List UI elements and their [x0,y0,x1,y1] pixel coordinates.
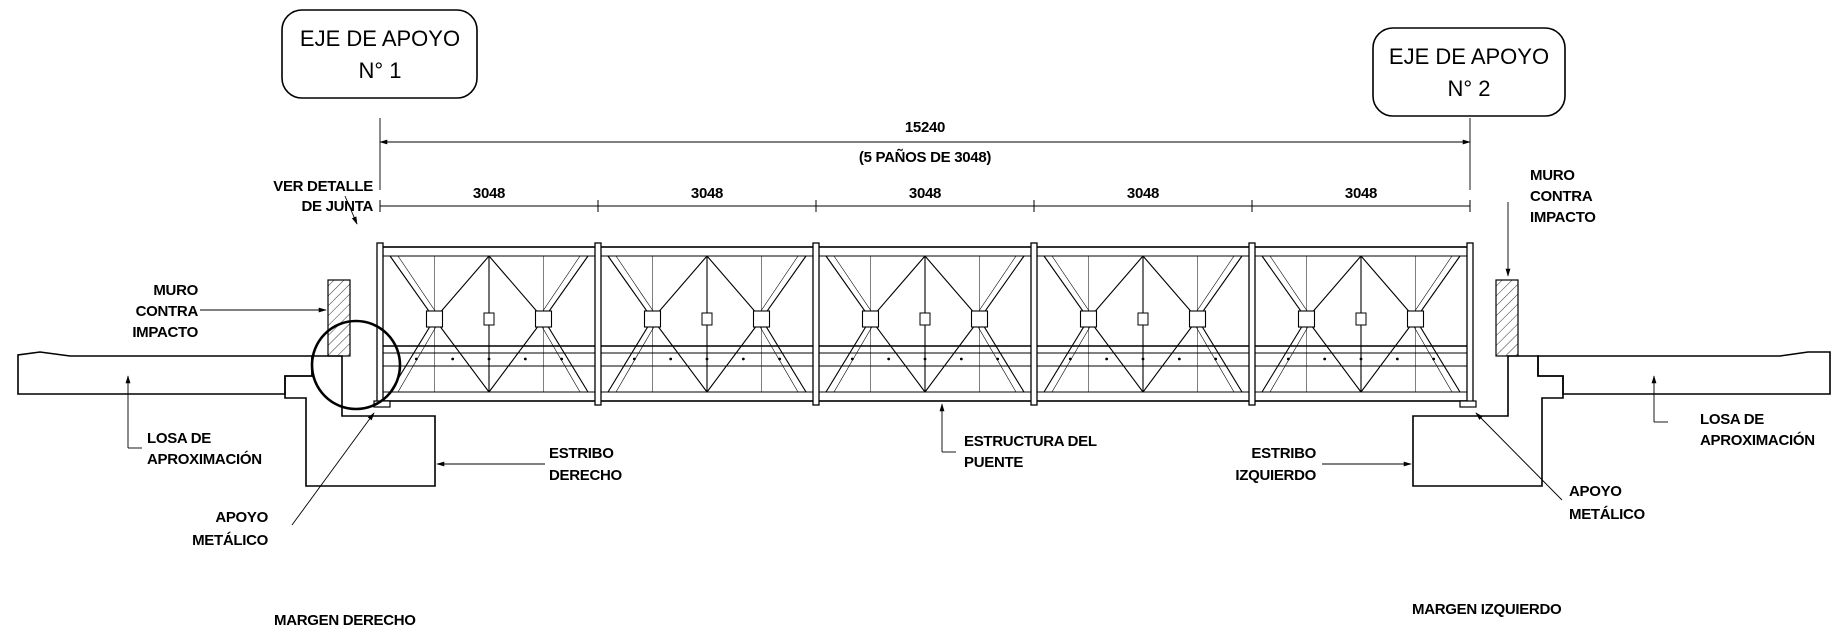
truss-panel-1-bolt-5 [560,357,564,361]
truss-panel-5-bolt-5 [1432,357,1436,361]
label-apoyo-left-1: APOYO [215,509,268,526]
truss-panel-2-bolt-4 [741,357,745,361]
label-muro-left-1: MURO [153,282,198,299]
truss-panel-5-post [1248,242,1256,406]
truss-panel-5-gusset-1 [1297,310,1316,328]
truss-panel-1-bolt-4 [523,357,527,361]
truss-panel-4-gusset-1 [1079,310,1098,328]
label-losa-left-2: APROXIMACIÓN [147,450,262,468]
truss-panel-4-bolt-1 [1068,357,1072,361]
label-muro-right-2: CONTRA [1530,188,1593,205]
truss-panel-5-bolt-3 [1359,357,1363,361]
approach-slab-right [1537,351,1831,395]
truss-panel-2-mid-plate [701,312,713,326]
label-estribo-derecho-1: ESTRIBO [549,445,614,462]
truss-panel-1-post [376,242,384,406]
truss-panel-5-bolt-2 [1323,357,1327,361]
truss-panel-4-gusset-2 [1188,310,1207,328]
truss-panel-2-gusset-1 [643,310,662,328]
truss-panel-1-gusset-1 [425,310,444,328]
bridge-truss [373,242,1477,408]
truss-panel-3-bolt-3 [923,357,927,361]
truss-panel-3-bolt-2 [887,357,891,361]
label-margen-izquierdo: MARGEN IZQUIERDO [1412,601,1562,618]
truss-panel-1-gusset-2 [534,310,553,328]
label-muro-left-3: IMPACTO [132,324,198,341]
truss-end-post [1466,242,1474,406]
truss-panel-3-bolt-5 [996,357,1000,361]
label-estructura-2: PUENTE [964,454,1023,471]
truss-panel-4-post [1030,242,1038,406]
truss-panel-2-gusset-2 [752,310,771,328]
label-estructura-1: ESTRUCTURA DEL [964,433,1097,450]
axis-box-right-line1: EJE DE APOYO [1389,44,1549,69]
truss-panel-2-bolt-1 [632,357,636,361]
axis-box-right: EJE DE APOYO N° 2 [1372,27,1566,117]
leader-lines [125,195,1668,526]
panel-dimension-1: 3048 [473,185,505,202]
label-ver-detalle-2: DE JUNTA [302,198,374,215]
label-estribo-izquierdo-2: IZQUIERDO [1235,467,1316,484]
label-estribo-izquierdo-1: ESTRIBO [1251,445,1316,462]
truss-panel-3-post [812,242,820,406]
impact-wall-left [327,279,351,357]
bearing-right [1459,400,1477,408]
approach-slab-left [17,351,313,395]
label-losa-left-1: LOSA DE [147,430,211,447]
panel-dimension-4: 3048 [1127,185,1159,202]
panel-dimension-5: 3048 [1345,185,1377,202]
abutment-left [284,279,436,487]
truss-panel-5-bolt-1 [1286,357,1290,361]
label-apoyo-right-2: METÁLICO [1569,506,1646,523]
truss-panel-5-gusset-2 [1406,310,1425,328]
truss-panel-2-post [594,242,602,406]
truss-panel-2-bolt-3 [705,357,709,361]
truss-panel-4-bolt-5 [1214,357,1218,361]
panel-dimension-3: 3048 [909,185,941,202]
total-dimension-value: 15240 [905,119,945,136]
label-estribo-derecho-2: DERECHO [549,467,623,484]
truss-panel-4-bolt-3 [1141,357,1145,361]
truss-panel-3-gusset-1 [861,310,880,328]
truss-panel-3-mid-plate [919,312,931,326]
panel-dimension-2: 3048 [691,185,723,202]
total-dimension-note: (5 PAÑOS DE 3048) [859,148,991,166]
label-margen-derecho: MARGEN DERECHO [274,612,416,629]
label-losa-right-1: LOSA DE [1700,411,1764,428]
label-muro-right-3: IMPACTO [1530,209,1596,226]
axis-box-left-line2: N° 1 [358,58,401,83]
abutment-right [1412,279,1564,487]
truss-panel-3-bolt-4 [959,357,963,361]
label-losa-right-2: APROXIMACIÓN [1700,431,1815,449]
panel-dimensions: 3048 3048 3048 3048 3048 [379,185,1471,212]
truss-panel-4-bolt-2 [1105,357,1109,361]
truss-panel-2-bolt-2 [669,357,673,361]
label-ver-detalle-1: VER DETALLE [273,178,373,195]
truss-panel-4-mid-plate [1137,312,1149,326]
axis-box-left-line1: EJE DE APOYO [300,26,460,51]
axis-box-left: EJE DE APOYO N° 1 [281,9,478,99]
label-muro-right-1: MURO [1530,167,1575,184]
truss-panel-1-mid-plate [483,312,495,326]
truss-panel-1-bolt-3 [487,357,491,361]
axis-box-right-line2: N° 2 [1447,76,1490,101]
impact-wall-right [1495,279,1519,357]
truss-panel-5-bolt-4 [1395,357,1399,361]
joint-detail-circle [310,319,402,411]
total-dimension: 15240 (5 PAÑOS DE 3048) [379,119,1471,166]
label-apoyo-left-2: METÁLICO [192,532,269,549]
truss-panel-3-bolt-1 [850,357,854,361]
truss-panel-4-bolt-4 [1177,357,1181,361]
label-muro-left-2: CONTRA [136,303,199,320]
label-apoyo-right-1: APOYO [1569,483,1622,500]
truss-panel-1-bolt-2 [451,357,455,361]
panel-ticks [379,200,1471,212]
annotation-labels: VER DETALLE DE JUNTA MURO CONTRA IMPACTO… [132,167,1815,629]
truss-panel-2-bolt-5 [778,357,782,361]
truss-panel-5-mid-plate [1355,312,1367,326]
truss-panel-3-gusset-2 [970,310,989,328]
truss-panel-1-bolt-1 [414,357,418,361]
